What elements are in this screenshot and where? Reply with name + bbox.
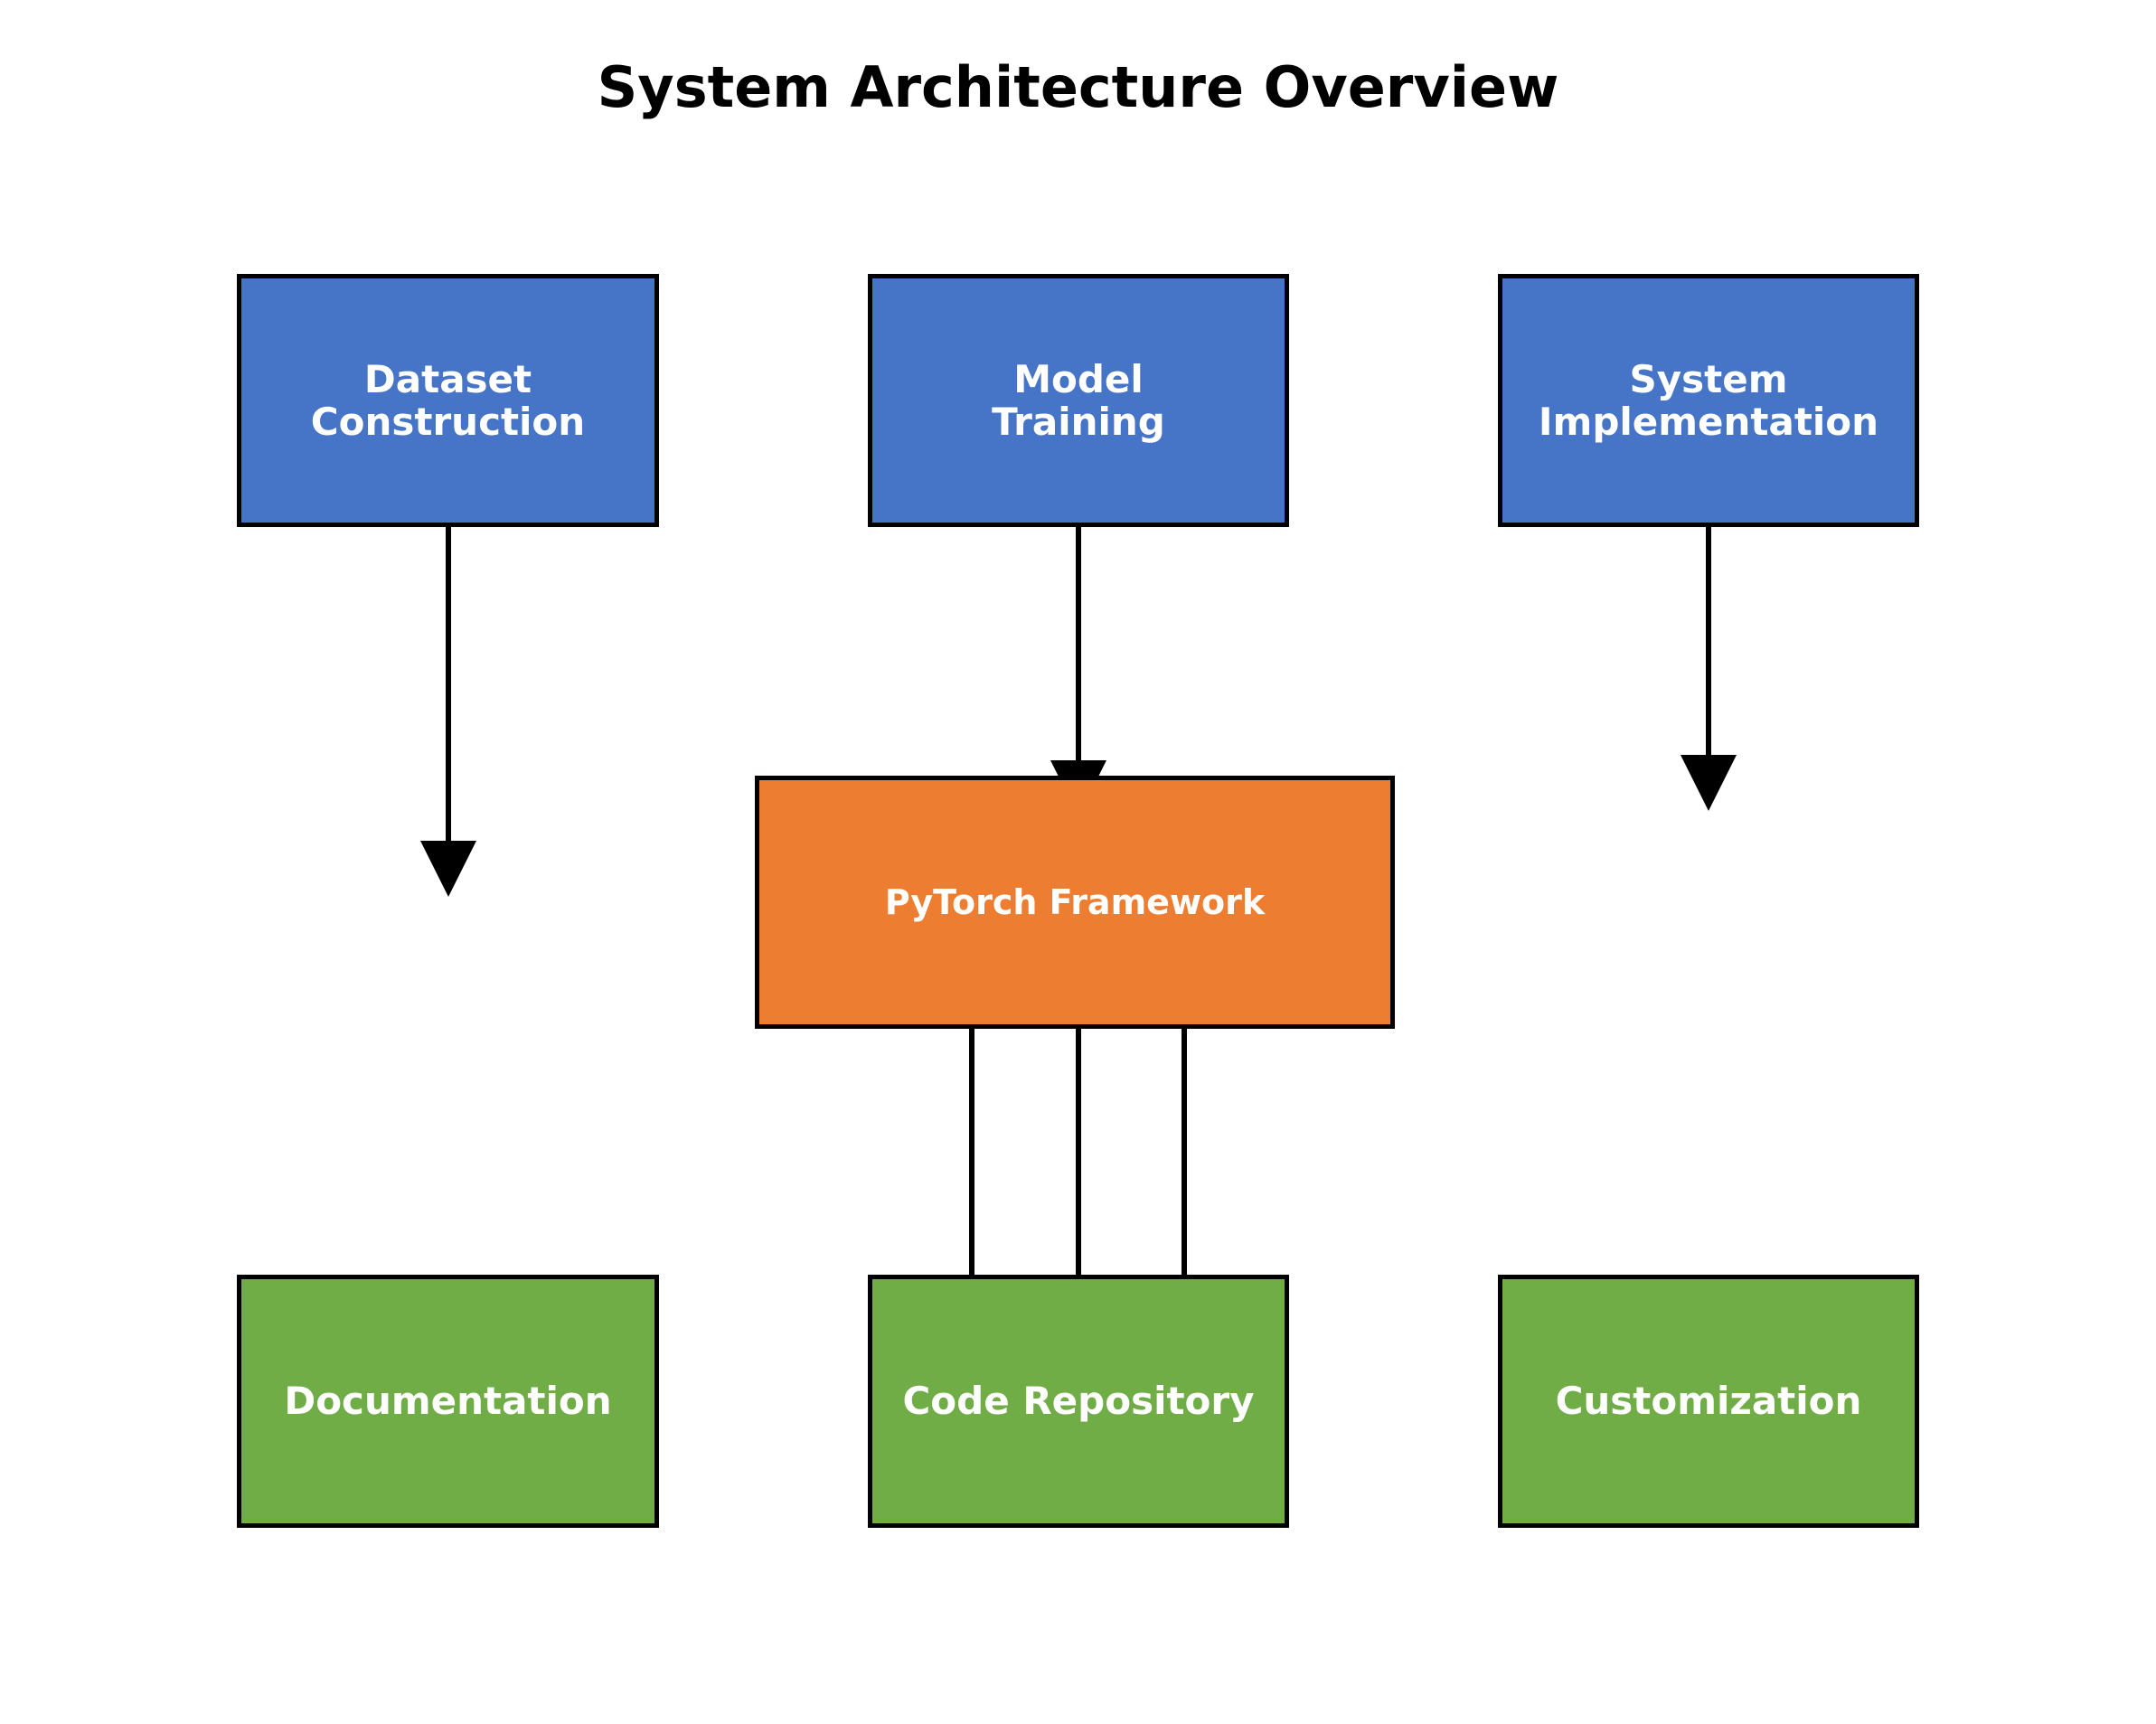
node-label-documentation: Documentation [284, 1379, 612, 1424]
node-label-code-repository: Code Repository [902, 1379, 1255, 1424]
edge-system-down-arrowhead-icon [1681, 755, 1737, 811]
node-pytorch-framework[interactable]: PyTorch Framework [755, 776, 1395, 1029]
node-system-implementation[interactable]: System Implementation [1498, 274, 1919, 527]
node-label-system-implementation: System Implementation [1538, 356, 1879, 444]
node-documentation[interactable]: Documentation [237, 1275, 659, 1528]
node-model-training[interactable]: Model Training [868, 274, 1289, 527]
edge-dataset-down [420, 527, 476, 897]
node-customization[interactable]: Customization [1498, 1275, 1919, 1528]
node-code-repository[interactable]: Code Repository [868, 1275, 1289, 1528]
node-label-pytorch-framework: PyTorch Framework [884, 881, 1266, 922]
edge-system-down [1681, 527, 1737, 811]
edge-model-to-pytorch [1050, 527, 1106, 816]
node-label-customization: Customization [1555, 1379, 1862, 1424]
edge-dataset-down-arrowhead-icon [420, 841, 476, 897]
node-label-model-training: Model Training [992, 356, 1165, 444]
node-dataset-construction[interactable]: Dataset Construction [237, 274, 659, 527]
node-label-dataset-construction: Dataset Construction [310, 356, 586, 444]
page-title: System Architecture Overview [597, 54, 1559, 120]
